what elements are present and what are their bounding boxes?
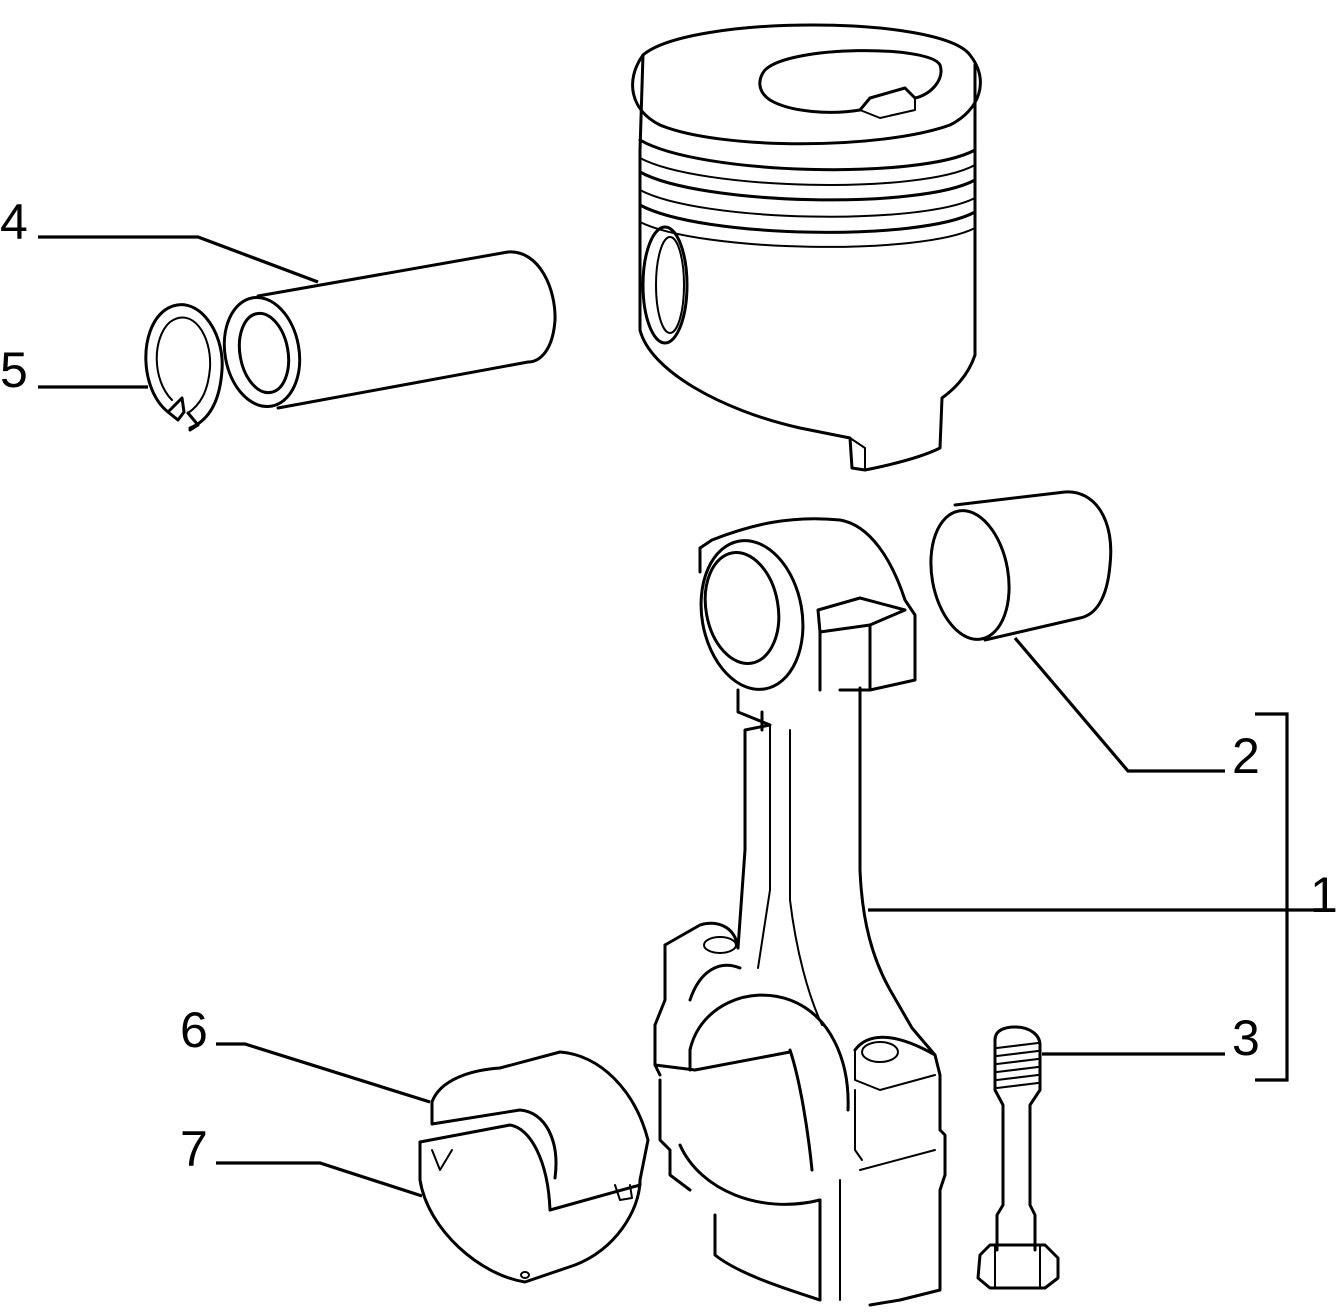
piston-pin-icon [222,250,557,410]
callout-2: 2 [1232,728,1260,784]
callout-3: 3 [1232,1010,1260,1066]
connecting-rod-icon [653,517,947,1307]
bushing-icon [929,490,1113,642]
circlip-icon [144,303,224,432]
bolt-icon [976,1025,1060,1290]
callout-6: 6 [180,1002,208,1058]
callout-1: 1 [1310,867,1338,923]
callout-7: 7 [180,1121,208,1177]
leader-lines [38,235,1325,1198]
piston-icon [631,23,982,472]
callout-4: 4 [0,194,28,250]
bearing-shell-icon [418,1050,650,1284]
callout-5: 5 [0,342,28,398]
